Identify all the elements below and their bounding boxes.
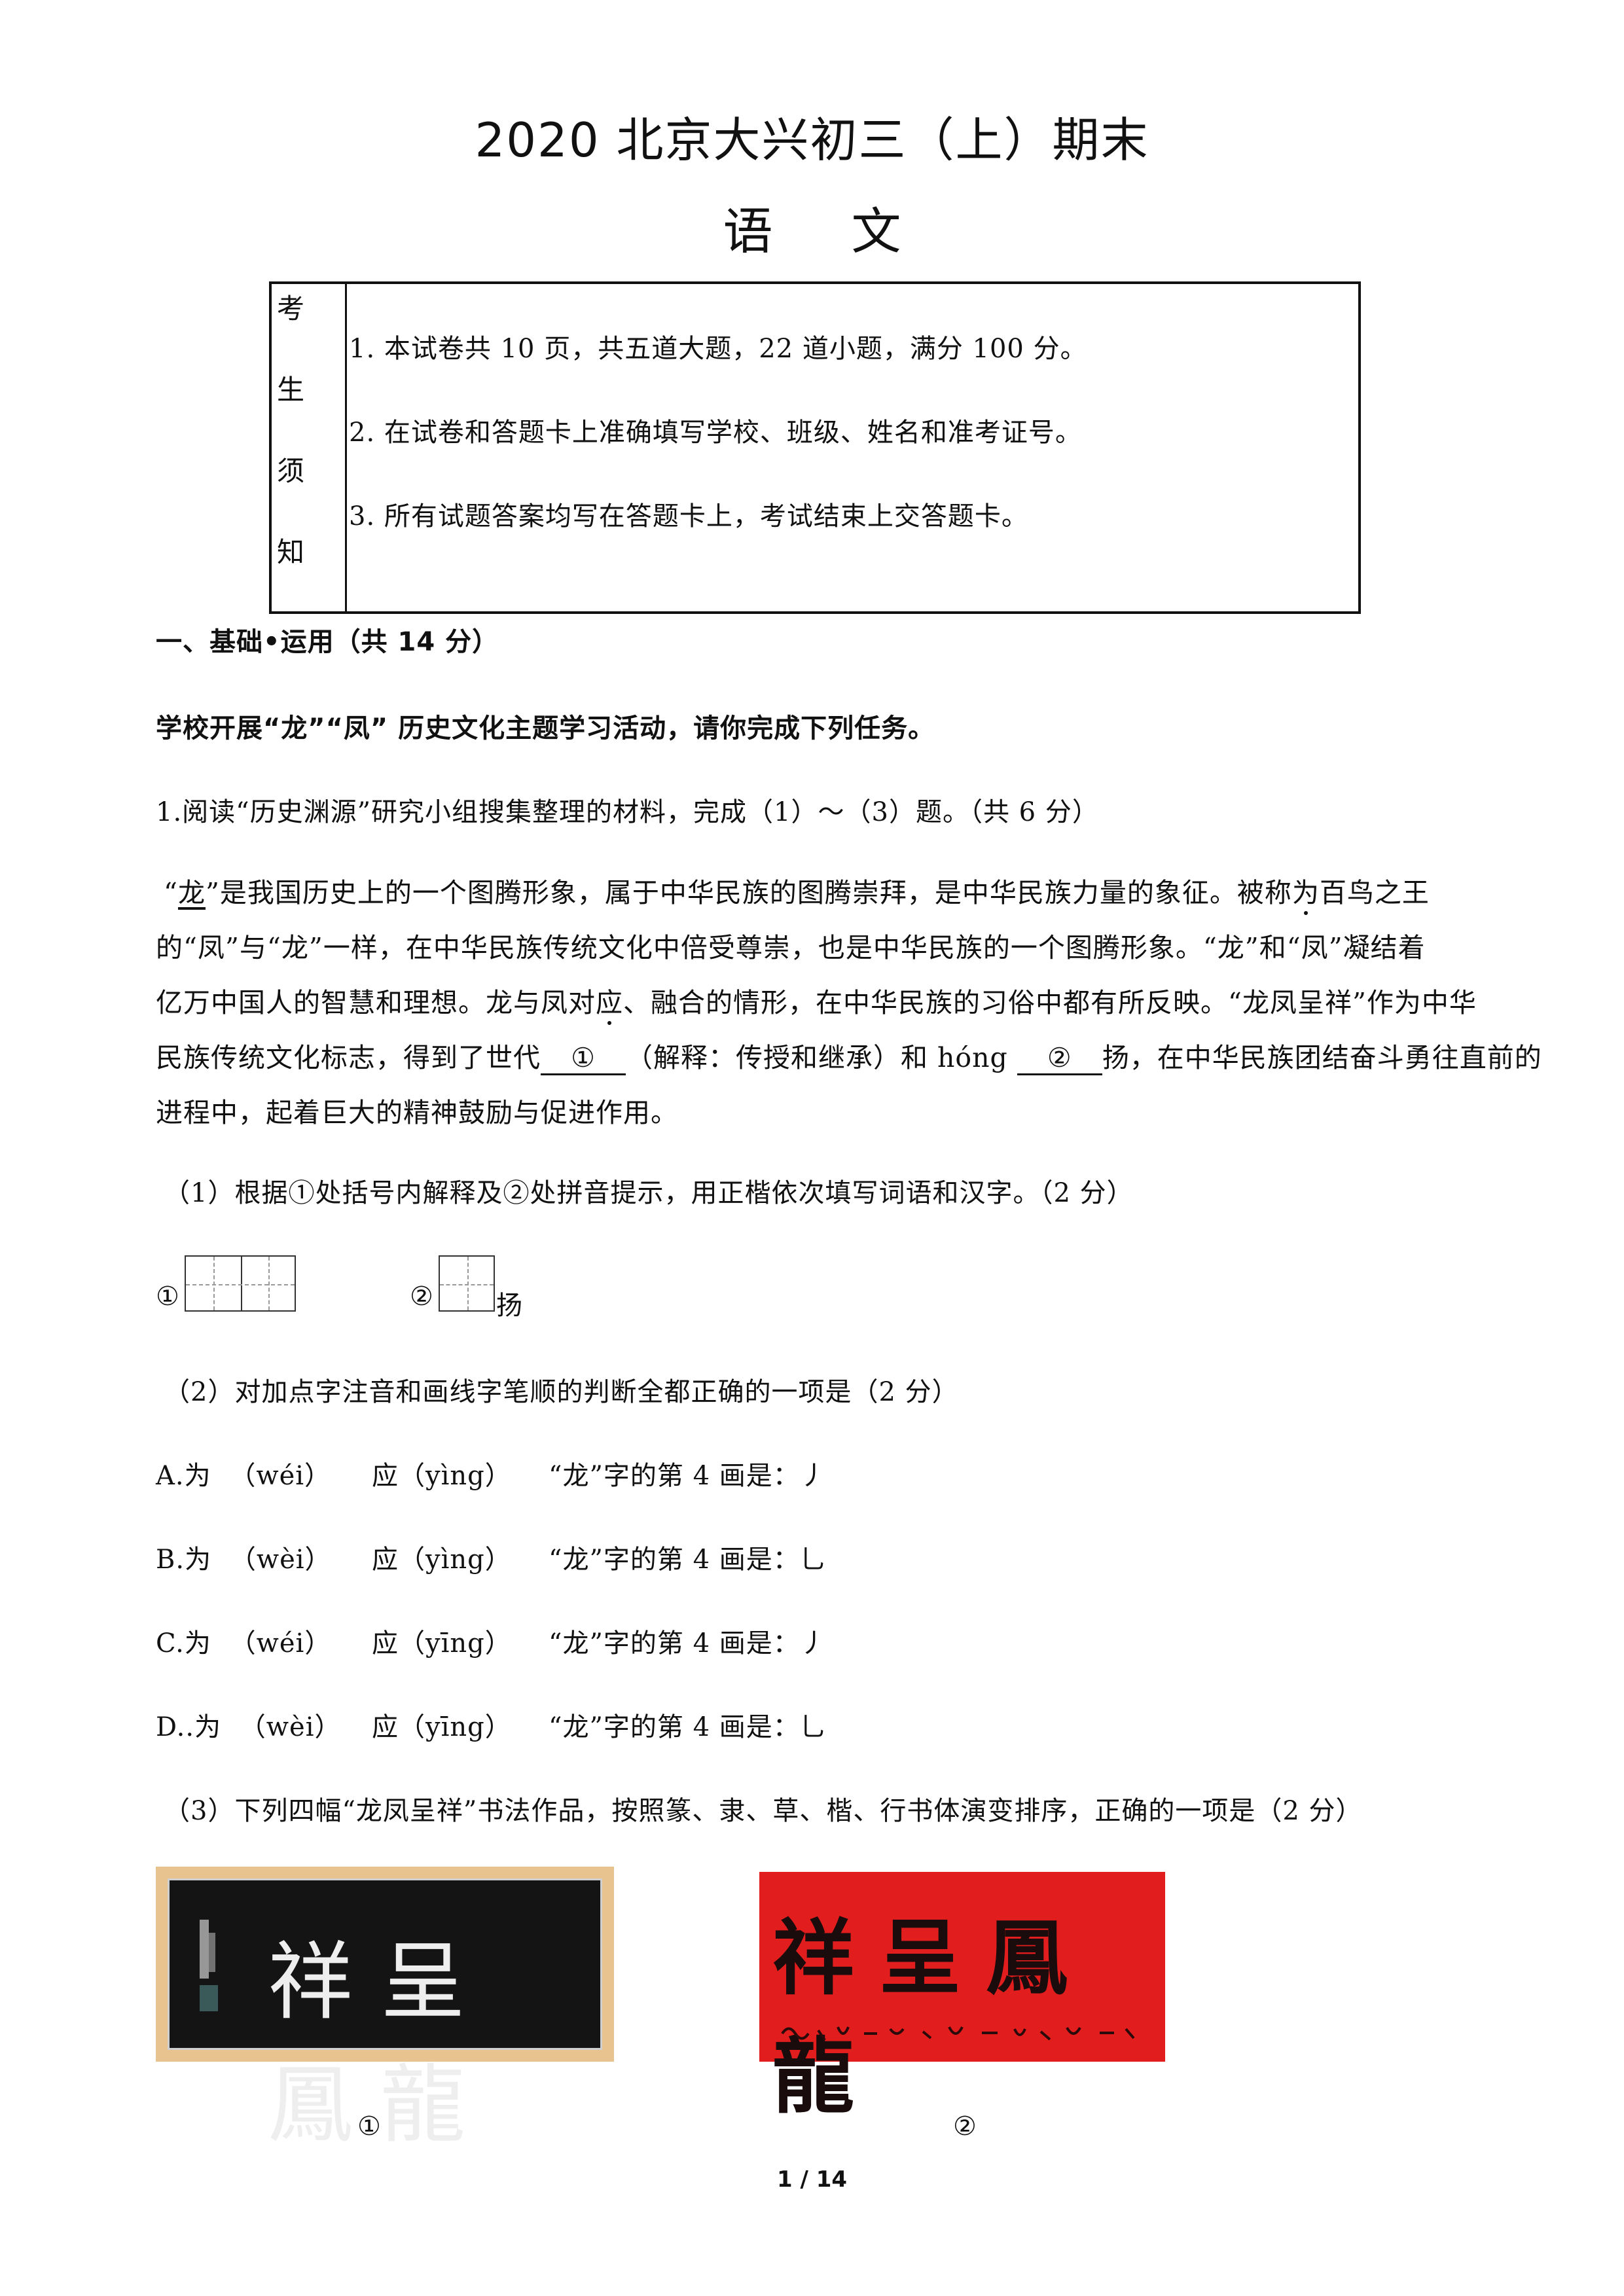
blank-1: ① [541,1042,626,1075]
passage-line: “龙”是我国历史上的一个图腾形象，属于中华民族的图腾崇拜，是中华民族力量的象征。… [164,870,1430,910]
passage-text: 百鸟之王 [1319,877,1430,908]
section-heading: 一、基础•运用（共 14 分） [156,627,499,657]
option-wei: （wèi） [239,1712,342,1742]
option-letter: D..为 [156,1712,222,1742]
dotted-char-wei: 为 [1291,877,1320,908]
notice-label-char: 须 [277,455,305,487]
option-stroke: “龙”字的第 4 画是：丿 [549,1628,827,1659]
passage-text: 民族传统文化标志，得到了世代 [156,1042,541,1073]
page-title: 2020 北京大兴初三（上）期末 [475,113,1149,168]
answer-label-1: ① [156,1282,180,1312]
option-letter: C.为 [156,1628,211,1659]
notice-label-char: 生 [277,374,305,406]
dotted-char-ying: 应 [596,987,623,1018]
artwork-1-panel: 祥呈鳳龍 [168,1878,602,2155]
passage-text: （解释：传授和继承）和 hóng [626,1042,1017,1073]
question-1-2-stem: （2）对加点字注音和画线字笔顺的判断全都正确的一项是（2 分） [164,1377,959,1407]
blank-2: ② [1017,1042,1102,1075]
option-letter: A.为 [156,1461,211,1491]
grid-guide [440,1284,494,1285]
option-wei: （wéi） [229,1628,332,1659]
notice-box: 考 生 须 知 1. 本试卷共 10 页，共五道大题，22 道小题，满分 100… [269,281,1361,614]
option-d[interactable]: D..为 （wèi） 应（yīng） “龙”字的第 4 画是：乚 [156,1706,826,1744]
option-ying: 应（yīng） [372,1712,512,1742]
question-1-3-stem: （3）下列四幅“龙凤呈祥”书法作品，按照篆、隶、草、楷、行书体演变排序，正确的一… [164,1796,1363,1826]
underlined-char-long: 龙 [177,877,206,908]
subject-title: 语文 [723,202,980,260]
answer-grid-2[interactable] [439,1255,495,1312]
option-letter: B.为 [156,1545,212,1575]
grid-guide [186,1284,295,1285]
option-stroke: “龙”字的第 4 画是：乚 [549,1545,827,1575]
artwork-2-characters: 祥呈鳳龍 [772,1910,1092,2125]
answer-suffix: 扬 [496,1291,523,1321]
option-stroke: “龙”字的第 4 画是：丿 [549,1461,827,1491]
notice-item: 1. 本试卷共 10 页，共五道大题，22 道小题，满分 100 分。 [349,334,1087,364]
option-a[interactable]: A.为 （wéi） 应（yìng） “龙”字的第 4 画是：丿 [156,1454,826,1492]
notice-label-char: 知 [277,536,305,568]
grid-divider [241,1257,242,1310]
page-number: 1 / 14 [776,2166,848,2193]
passage-line: 进程中，起着巨大的精神鼓励与促进作用。 [156,1097,678,1128]
grid-guide [467,1257,469,1310]
calligraphy-artwork-2: 祥呈鳳龍 [759,1872,1165,2125]
answer-grid-1[interactable] [185,1255,296,1312]
option-wei: （wèi） [229,1545,332,1575]
calligraphy-artwork-1: 祥呈鳳龍 [156,1867,614,2155]
passage-line: 亿万中国人的智慧和理想。龙与凤对应、融合的情形，在中华民族的习俗中都有所反映。“… [156,980,1477,1020]
artwork-1-label: ① [357,2111,382,2142]
notice-item: 2. 在试卷和答题卡上准确填写学校、班级、姓名和准考证号。 [349,418,1082,448]
passage-text: 扬，在中华民族团结奋斗勇往直前的 [1102,1042,1542,1073]
grid-guide [213,1257,215,1310]
option-c[interactable]: C.为 （wéi） 应（yīng） “龙”字的第 4 画是：丿 [156,1622,826,1660]
question-1-1-stem: （1）根据①处括号内解释及②处拼音提示，用正楷依次填写词语和汉字。（2 分） [164,1178,1134,1208]
artwork-1-characters: 祥呈鳳龍 [268,1932,494,2155]
option-wei: （wéi） [229,1461,332,1491]
passage-line: 的“凤”与“龙”一样，在中华民族传统文化中倍受尊崇，也是中华民族的一个图腾形象。… [156,932,1426,963]
passage-text: 、融合的情形，在中华民族的习俗中都有所反映。“龙凤呈祥”作为中华 [623,987,1477,1018]
grid-guide [268,1257,270,1310]
passage-text: 亿万中国人的智慧和理想。龙与凤对 [156,987,596,1018]
artwork-2-label: ② [953,2111,977,2142]
option-b[interactable]: B.为 （wèi） 应（yìng） “龙”字的第 4 画是：乚 [156,1538,826,1576]
activity-intro: 学校开展“龙”“凤” 历史文化主题学习活动，请你完成下列任务。 [156,713,935,744]
question-1-stem: 1.阅读“历史渊源”研究小组搜集整理的材料，完成（1）～（3）题。（共 6 分） [156,797,1099,827]
option-ying: 应（yìng） [372,1545,512,1575]
option-stroke: “龙”字的第 4 画是：乚 [549,1712,827,1742]
notice-label-char: 考 [277,293,305,325]
seal-stamp-icon [200,1920,218,2011]
inscription-scribble-icon [781,2026,1135,2041]
notice-item: 3. 所有试题答案均写在答题卡上，考试结束上交答题卡。 [349,501,1028,531]
answer-label-2: ② [410,1282,434,1312]
passage-text: ”是我国历史上的一个图腾形象，属于中华民族的图腾崇拜，是中华民族力量的象征。被称 [205,877,1292,908]
option-ying: 应（yìng） [372,1461,512,1491]
passage-text: “ [164,877,178,908]
option-ying: 应（yīng） [372,1628,512,1659]
notice-label: 考 生 须 知 [272,284,347,611]
